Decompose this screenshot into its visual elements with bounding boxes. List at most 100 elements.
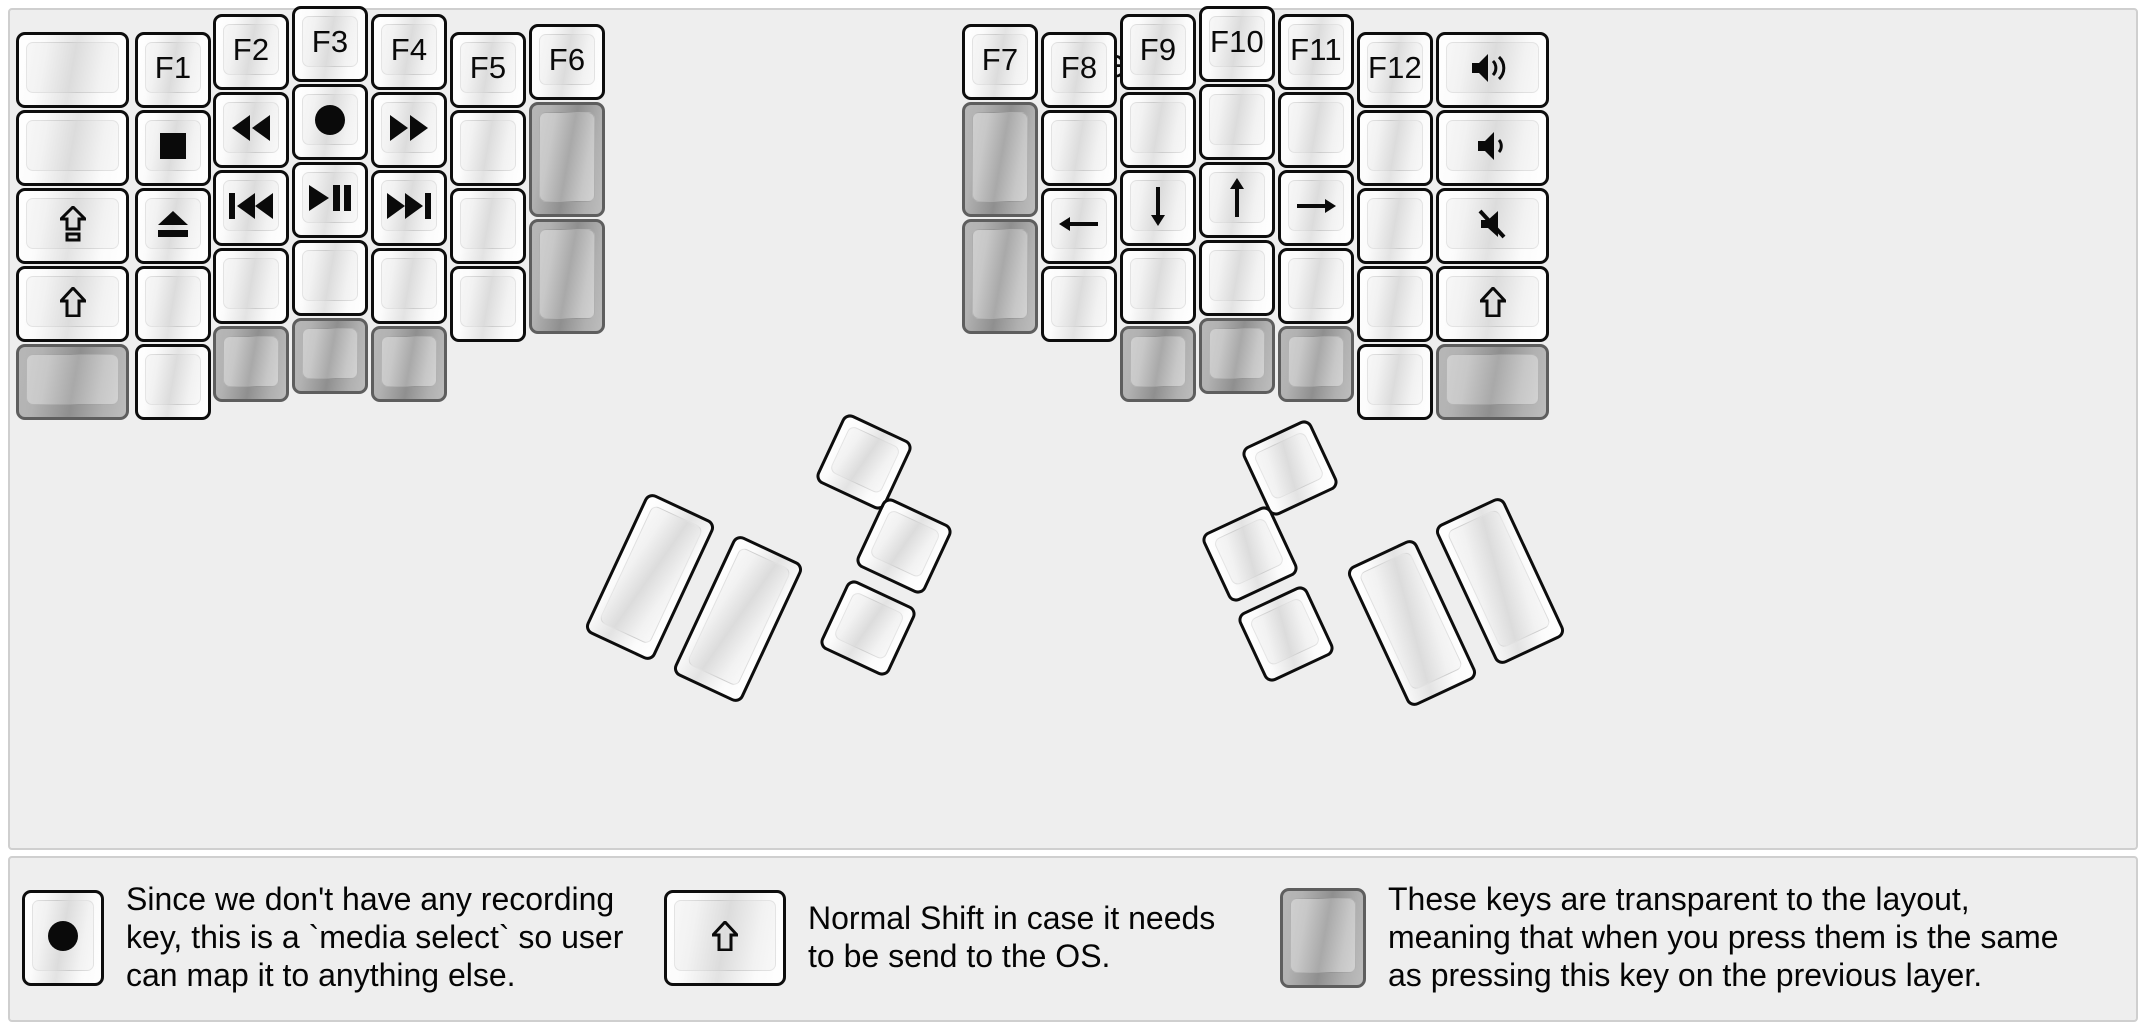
key-blank[interactable]: [1199, 84, 1275, 160]
key-blank-transparent[interactable]: [1120, 326, 1196, 402]
key-shift[interactable]: [1436, 266, 1549, 342]
keycap-face: [1367, 198, 1423, 249]
key-f7[interactable]: F7: [962, 24, 1038, 100]
keycap-face: [1209, 328, 1265, 379]
key-f8[interactable]: F8: [1041, 32, 1117, 108]
key-play-pause[interactable]: [292, 162, 368, 238]
key-arrow-left[interactable]: [1041, 188, 1117, 264]
key-blank-transparent[interactable]: [1436, 344, 1549, 420]
key-blank-transparent[interactable]: [16, 344, 129, 420]
keycap-face: [32, 900, 94, 971]
key-arrow-right[interactable]: [1278, 170, 1354, 246]
key-blank[interactable]: [135, 266, 211, 342]
key-caps-lock[interactable]: [16, 188, 129, 264]
keycap-face: [1212, 516, 1286, 587]
keycap-face: [539, 229, 595, 319]
key-blank[interactable]: [450, 188, 526, 264]
key-record[interactable]: [292, 84, 368, 160]
key-rewind[interactable]: [213, 92, 289, 168]
key-blank[interactable]: [1357, 110, 1433, 186]
key-volume-up[interactable]: [1436, 32, 1549, 108]
key-blank[interactable]: [1278, 248, 1354, 324]
key-blank-transparent[interactable]: [529, 219, 605, 334]
key-blank[interactable]: [1041, 110, 1117, 186]
keycap-face: [223, 336, 279, 387]
keycap-face: [1051, 42, 1107, 93]
key-blank[interactable]: [371, 248, 447, 324]
keycap-face: [302, 328, 358, 379]
key-volume-down[interactable]: [1436, 110, 1549, 186]
key-stop[interactable]: [135, 110, 211, 186]
key-f2[interactable]: F2: [213, 14, 289, 90]
key-f12[interactable]: F12: [1357, 32, 1433, 108]
key-blank[interactable]: [1041, 266, 1117, 342]
key-f6[interactable]: F6: [529, 24, 605, 100]
key-f5[interactable]: F5: [450, 32, 526, 108]
legend-key-1: [22, 890, 104, 986]
keycap-face: [1446, 276, 1539, 327]
record-icon: [25, 900, 101, 971]
key-blank-transparent[interactable]: [292, 318, 368, 394]
key-blank[interactable]: [135, 344, 211, 420]
legend-panel: [8, 856, 2138, 1022]
key-previous-track[interactable]: [213, 170, 289, 246]
key-f4[interactable]: F4: [371, 14, 447, 90]
keycap-face: [1367, 120, 1423, 171]
key-blank[interactable]: [450, 110, 526, 186]
keycap-face: [674, 900, 776, 971]
key-eject[interactable]: [135, 188, 211, 264]
key-blank-transparent[interactable]: [529, 102, 605, 217]
legend-item-2: Normal Shift in case it needs to be send…: [664, 890, 1215, 986]
keycap-face: [1051, 276, 1107, 327]
key-arrow-down[interactable]: [1120, 170, 1196, 246]
keycap-face: [1130, 180, 1186, 231]
key-f1[interactable]: F1: [135, 32, 211, 108]
key-blank-transparent[interactable]: [213, 326, 289, 402]
key-blank-transparent[interactable]: [962, 102, 1038, 217]
key-blank[interactable]: [450, 266, 526, 342]
keycap-face: [1051, 198, 1107, 249]
key-arrow-up[interactable]: [1199, 162, 1275, 238]
key-shift[interactable]: [16, 266, 129, 342]
key-blank[interactable]: [16, 110, 129, 186]
key-blank-transparent[interactable]: [1278, 326, 1354, 402]
key-blank[interactable]: [1278, 92, 1354, 168]
keycap-face: [1288, 24, 1344, 75]
key-fast-forward[interactable]: [371, 92, 447, 168]
keycap-face: [972, 112, 1028, 202]
keycap-face: [223, 24, 279, 75]
keycap-face: [145, 354, 201, 405]
key-blank[interactable]: [292, 240, 368, 316]
key-blank-transparent[interactable]: [962, 219, 1038, 334]
keycap-face: [460, 198, 516, 249]
key-blank[interactable]: [16, 32, 129, 108]
keycap-face: [1446, 198, 1539, 249]
keycap-face: [460, 120, 516, 171]
keycap-face: [381, 258, 437, 309]
keycap-face: [1051, 120, 1107, 171]
key-blank[interactable]: [1199, 240, 1275, 316]
keycap-face: [26, 276, 119, 327]
key-blank[interactable]: [1357, 344, 1433, 420]
key-blank-transparent[interactable]: [1199, 318, 1275, 394]
key-next-track[interactable]: [371, 170, 447, 246]
key-blank[interactable]: [1120, 248, 1196, 324]
key-blank[interactable]: [1357, 266, 1433, 342]
key-f10[interactable]: F10: [1199, 6, 1275, 82]
key-f9[interactable]: F9: [1120, 14, 1196, 90]
key-blank[interactable]: [1357, 188, 1433, 264]
legend-text-1: Since we don't have any recording key, t…: [126, 881, 624, 993]
keycap-face: [26, 42, 119, 93]
keycap-face: [1288, 336, 1344, 387]
key-blank-transparent[interactable]: [371, 326, 447, 402]
keycap-face: [1367, 276, 1423, 327]
key-blank[interactable]: [213, 248, 289, 324]
keycap-face: [381, 24, 437, 75]
keycap-face: [1367, 42, 1423, 93]
key-volume-mute[interactable]: [1436, 188, 1549, 264]
key-f3[interactable]: F3: [292, 6, 368, 82]
keycap-face: [145, 120, 201, 171]
keycap-face: [1209, 94, 1265, 145]
key-blank[interactable]: [1120, 92, 1196, 168]
key-f11[interactable]: F11: [1278, 14, 1354, 90]
